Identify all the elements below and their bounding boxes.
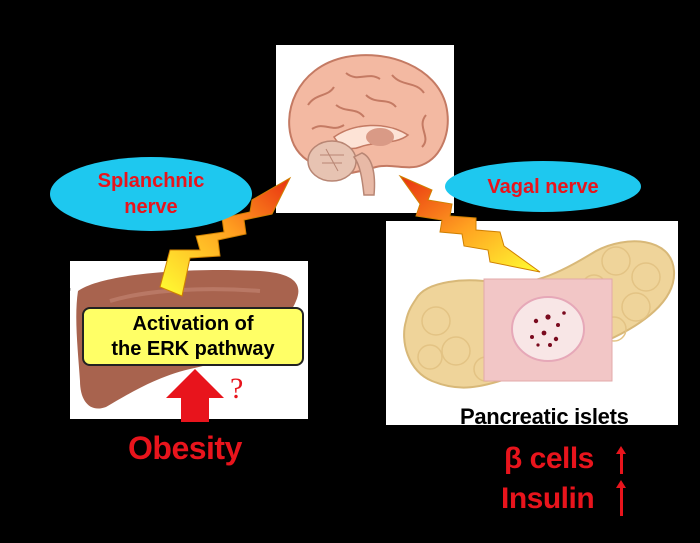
erk-line-2: the ERK pathway [111,338,275,360]
pancreas-panel [386,221,678,425]
splanchnic-nerve-label: Splanchnic nerve [50,157,252,231]
erk-pathway-box: Activation of the ERK pathway [82,307,304,366]
pancreas-illustration [403,240,676,389]
brain-panel [276,45,454,213]
erk-line-1: Activation of [132,313,254,335]
obesity-label: Obesity [128,430,242,466]
question-mark: ? [230,372,244,405]
pancreatic-islets-label: Pancreatic islets [460,404,629,429]
beta-cells-label: β cells [504,442,594,475]
splanchnic-lightning-arrow-icon [159,176,292,297]
vagal-lightning-arrow-icon [398,174,541,273]
vagal-nerve-label: Vagal nerve [445,161,641,212]
insulin-up-arrow-icon [616,480,626,516]
brain-illustration [288,54,449,196]
beta-cells-up-arrow-icon [616,446,626,474]
obesity-up-block-arrow-icon [166,369,224,422]
liver-partial-label: r [62,280,71,305]
insulin-label: Insulin [501,482,595,515]
